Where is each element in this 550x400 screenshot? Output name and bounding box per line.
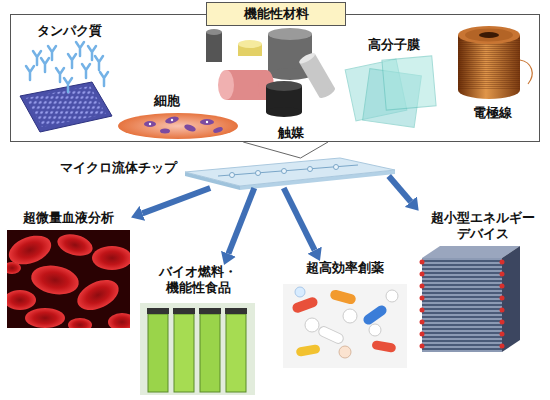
cell-illustration — [118, 113, 238, 139]
blood-illustration — [3, 230, 136, 332]
flow-arrow — [284, 188, 315, 250]
microfluidic-chip: マイクロ流体チップ — [185, 158, 395, 188]
application-item: 超高効率創薬 — [282, 260, 407, 370]
flow-arrow — [228, 188, 254, 254]
material-label: 触媒 — [241, 125, 341, 141]
drug-illustration — [283, 284, 407, 368]
material-label: 電極線 — [448, 105, 536, 121]
panel-title: 機能性材料 — [206, 2, 346, 26]
application-label: バイオ燃料・ 機能性食品 — [138, 264, 258, 296]
material-label: 細胞 — [116, 93, 239, 109]
application-item: バイオ燃料・ 機能性食品 — [138, 264, 258, 396]
protein-illustration — [20, 42, 112, 132]
material-item: 電極線 — [448, 21, 536, 121]
membrane-illustration — [345, 56, 436, 127]
chip-label: マイクロ流体チップ — [60, 160, 177, 176]
material-item: タンパク質 — [19, 23, 119, 135]
material-item: 触媒 — [241, 23, 341, 141]
application-item: 超小型エネルギー デバイス — [418, 210, 548, 358]
biofuel-illustration — [140, 303, 255, 395]
coil-illustration — [458, 26, 532, 99]
leader-line — [243, 142, 328, 158]
chip-illustration — [185, 158, 395, 190]
material-item: 細胞 — [116, 93, 239, 141]
application-label: 超高効率創薬 — [282, 260, 407, 276]
application-label: 超微量血液分析 — [5, 210, 132, 226]
material-label: 高分子膜 — [344, 37, 444, 53]
application-item: 超微量血液分析 — [5, 210, 132, 330]
flow-arrow — [389, 176, 411, 202]
material-panel: 機能性材料タンパク質細胞触媒高分子膜電極線 — [10, 14, 540, 142]
material-label: タンパク質 — [19, 23, 119, 39]
flow-arrow — [142, 188, 210, 213]
application-label: 超小型エネルギー デバイス — [418, 210, 548, 242]
catalyst-illustration — [206, 28, 336, 117]
material-item: 高分子膜 — [344, 37, 444, 137]
energy-device-illustration — [420, 246, 521, 352]
